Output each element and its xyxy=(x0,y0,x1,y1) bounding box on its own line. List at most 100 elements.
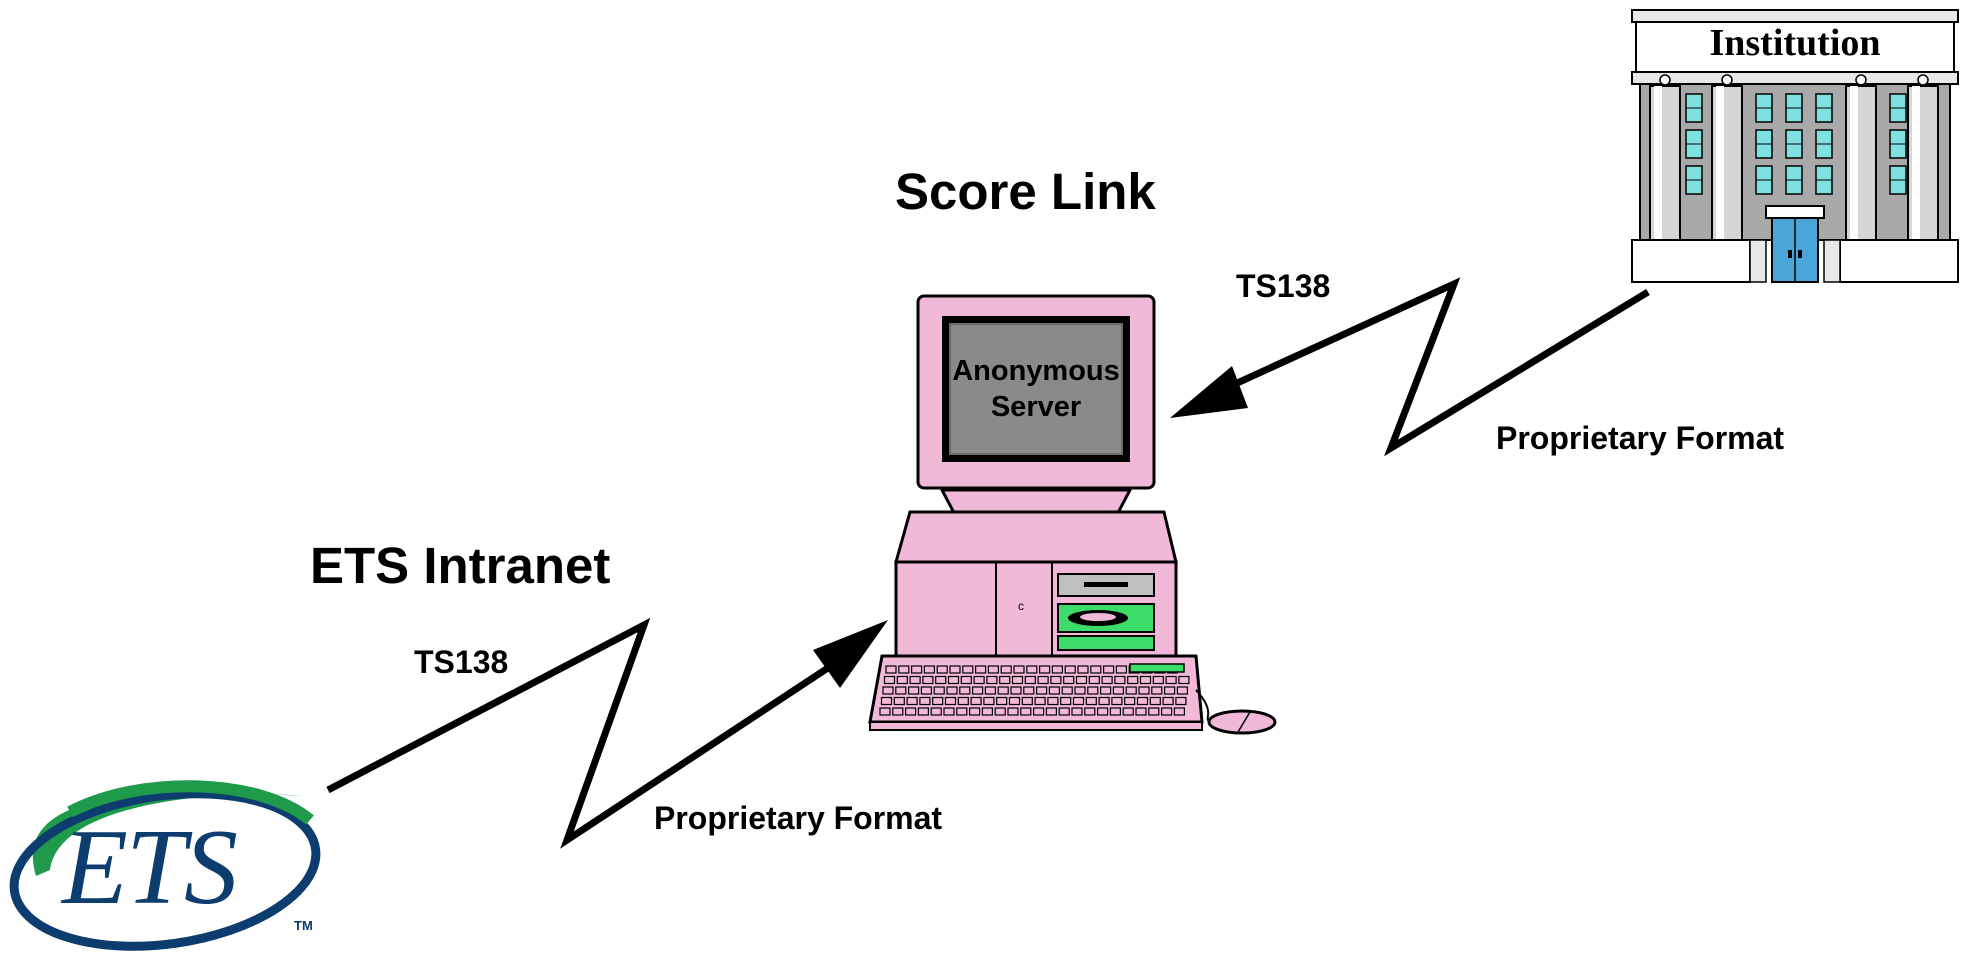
keyboard-key xyxy=(1023,686,1035,695)
ets-logo-wordmark: ETS xyxy=(62,808,238,927)
keyboard-key xyxy=(1058,707,1070,716)
keyboard-key xyxy=(917,707,930,716)
keyboard-key xyxy=(896,675,908,685)
keyboard-key xyxy=(1087,686,1099,695)
keyboard-key xyxy=(994,707,1006,716)
keyboard-key xyxy=(1096,707,1109,716)
keyboard-key xyxy=(1020,707,1032,716)
keyboard-key xyxy=(909,675,921,685)
keyboard-key xyxy=(1045,707,1058,716)
keyboard-key xyxy=(1037,675,1049,685)
keyboard-key xyxy=(922,675,934,685)
keyboard-key xyxy=(1160,707,1173,716)
keyboard-key xyxy=(1165,675,1177,685)
keyboard-key xyxy=(968,707,981,716)
connection-institution-to-server xyxy=(1170,277,1650,457)
keyboard-key xyxy=(882,686,894,695)
keyboard-key xyxy=(1102,665,1115,674)
ets-logo-trademark: TM xyxy=(294,918,313,933)
keyboard-key xyxy=(879,707,891,716)
keyboard-key xyxy=(1035,686,1048,695)
ets-intranet-title: ETS Intranet xyxy=(310,537,611,594)
arrowhead-top xyxy=(1170,366,1248,418)
score-link-title: Score Link xyxy=(895,163,1156,220)
server-label-line2: Server xyxy=(990,391,1082,423)
column-capital xyxy=(1721,74,1733,86)
keyboard-key xyxy=(999,675,1011,685)
keyboard-key xyxy=(946,686,958,695)
keyboard-key xyxy=(983,696,995,706)
keyboard-key xyxy=(997,686,1009,695)
keyboard-key xyxy=(1038,665,1051,674)
keyboard-key xyxy=(957,696,969,706)
column-capital xyxy=(1855,74,1867,86)
keyboard-key xyxy=(1124,696,1136,706)
keyboard-key xyxy=(974,665,987,674)
keyboard-key xyxy=(970,696,982,706)
keyboard-key xyxy=(936,665,948,674)
keyboard-key xyxy=(904,707,917,716)
keyboard-key xyxy=(1047,696,1059,706)
keyboard-key xyxy=(1139,675,1152,685)
keyboard-key xyxy=(1024,675,1036,685)
keyboard-key xyxy=(935,675,947,685)
proprietary-format-label-top: Proprietary Format xyxy=(1496,420,1785,456)
keyboard-key xyxy=(1099,686,1112,695)
keyboard-key xyxy=(984,686,997,695)
keyboard-key xyxy=(1111,696,1123,706)
keyboard-key xyxy=(1085,696,1097,706)
keyboard-key xyxy=(1152,675,1164,685)
keyboard-key xyxy=(1075,675,1088,685)
keyboard-key xyxy=(1125,686,1137,695)
keyboard-key xyxy=(932,696,944,706)
keyboard-key xyxy=(1088,675,1100,685)
keyboard-key xyxy=(898,665,910,674)
keyboard-key xyxy=(1026,665,1038,674)
keyboard-key xyxy=(1077,665,1089,674)
keyboard-key xyxy=(1112,686,1125,695)
keyboard-key xyxy=(1115,665,1128,674)
keyboard-key xyxy=(1101,675,1113,685)
keyboard-key xyxy=(996,696,1008,706)
column-highlight xyxy=(1850,86,1858,240)
keyboard-key xyxy=(1114,675,1126,685)
keyboard-key xyxy=(1175,696,1187,706)
keyboard-key xyxy=(981,707,994,716)
column-highlight xyxy=(1654,86,1662,240)
institution-building-icon xyxy=(1631,9,1959,283)
keyboard-key xyxy=(956,707,968,716)
keyboard-key xyxy=(1000,665,1012,674)
keyboard-key xyxy=(1032,707,1045,716)
keyboard-key xyxy=(906,696,918,706)
keyboard-key xyxy=(1136,696,1149,706)
keyboard-key xyxy=(1098,696,1110,706)
ts138-label-top: TS138 xyxy=(1236,268,1331,304)
keyboard-key xyxy=(1127,675,1139,685)
keyboard-key xyxy=(987,665,1000,674)
keyboard-key xyxy=(1173,707,1186,716)
keyboard-key xyxy=(1013,665,1025,674)
keyboard-key xyxy=(919,696,931,706)
keyboard-key xyxy=(883,675,896,685)
keyboard-key xyxy=(943,707,955,716)
keyboard-key xyxy=(1109,707,1122,716)
keyboard-key xyxy=(1072,696,1085,706)
keyboard-key xyxy=(1074,686,1086,695)
keyboard-key xyxy=(1011,675,1024,685)
keyboard-key xyxy=(986,675,998,685)
keyboard-key xyxy=(1148,707,1160,716)
keyboard-key xyxy=(895,686,907,695)
arrowhead-bottom xyxy=(813,620,888,688)
keyboard-key xyxy=(1090,665,1102,674)
building-windows xyxy=(1685,93,1907,195)
keyboard-key xyxy=(947,675,960,685)
keyboard-key xyxy=(1051,665,1064,674)
keyboard-key xyxy=(1060,696,1072,706)
ets-logo-swoosh xyxy=(9,780,321,951)
keyboard-key xyxy=(960,675,972,685)
keyboard-key xyxy=(1063,675,1075,685)
keyboard-key xyxy=(892,707,904,716)
keyboard-key xyxy=(973,675,985,685)
keyboard-key xyxy=(1064,665,1076,674)
keyboard-key xyxy=(959,686,971,695)
